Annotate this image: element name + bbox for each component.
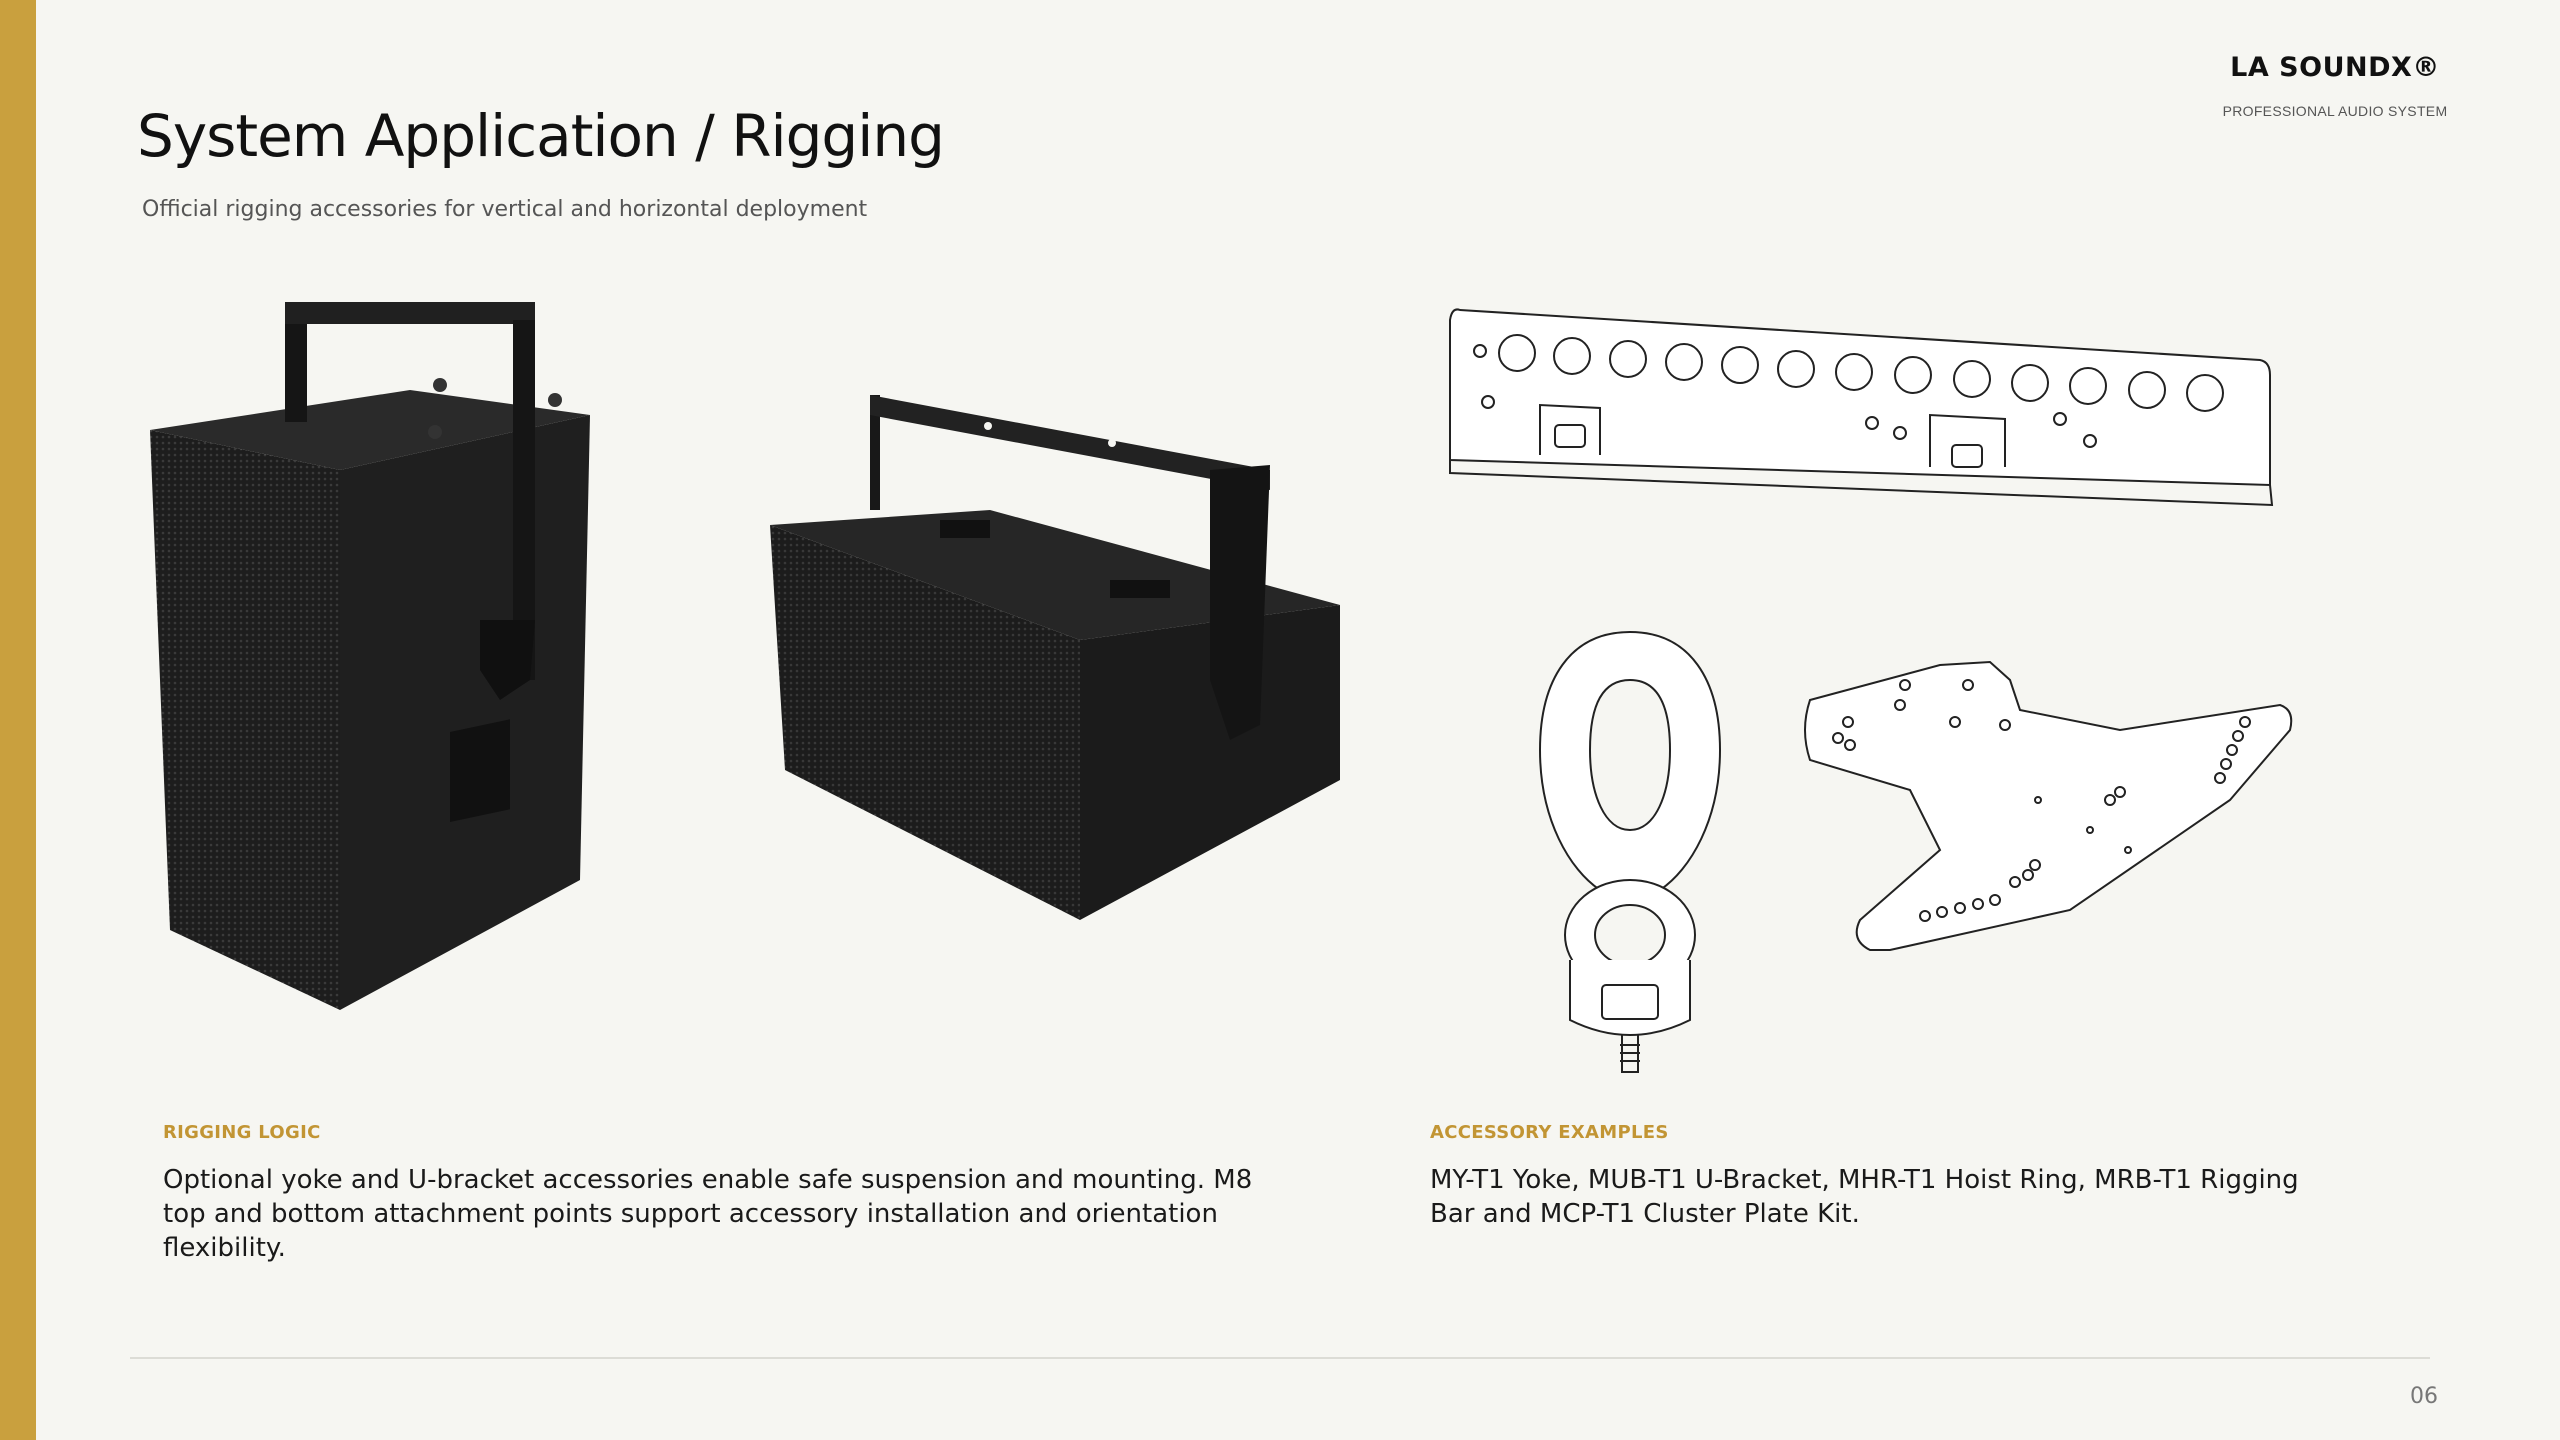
speaker-horizontal-ubracket-image xyxy=(740,380,1360,940)
speaker-vertical-yoke-image xyxy=(130,290,610,1030)
rigging-logic-text: Optional yoke and U-bracket accessories … xyxy=(163,1165,1253,1263)
brand-name: LA SOUNDX® xyxy=(2230,52,2440,83)
page-title: System Application / Rigging xyxy=(137,102,945,170)
hoist-ring-drawing xyxy=(1530,620,1730,1080)
rigging-logic-label: RIGGING LOGIC xyxy=(163,1122,321,1143)
page-number: 06 xyxy=(2410,1384,2438,1409)
rigging-bar-drawing xyxy=(1440,295,2300,545)
accessory-examples-label: ACCESSORY EXAMPLES xyxy=(1430,1122,1669,1143)
footer-divider xyxy=(130,1357,2430,1359)
brand-logo: LA SOUNDX® PROFESSIONAL AUDIO SYSTEM xyxy=(2215,52,2455,119)
brand-tagline: PROFESSIONAL AUDIO SYSTEM xyxy=(2222,103,2448,119)
accessory-examples-text: MY-T1 Yoke, MUB-T1 U-Bracket, MHR-T1 Hoi… xyxy=(1430,1165,2299,1229)
accent-bar xyxy=(0,0,36,1440)
page-subtitle: Official rigging accessories for vertica… xyxy=(142,197,868,222)
cluster-plate-drawing xyxy=(1790,650,2310,970)
